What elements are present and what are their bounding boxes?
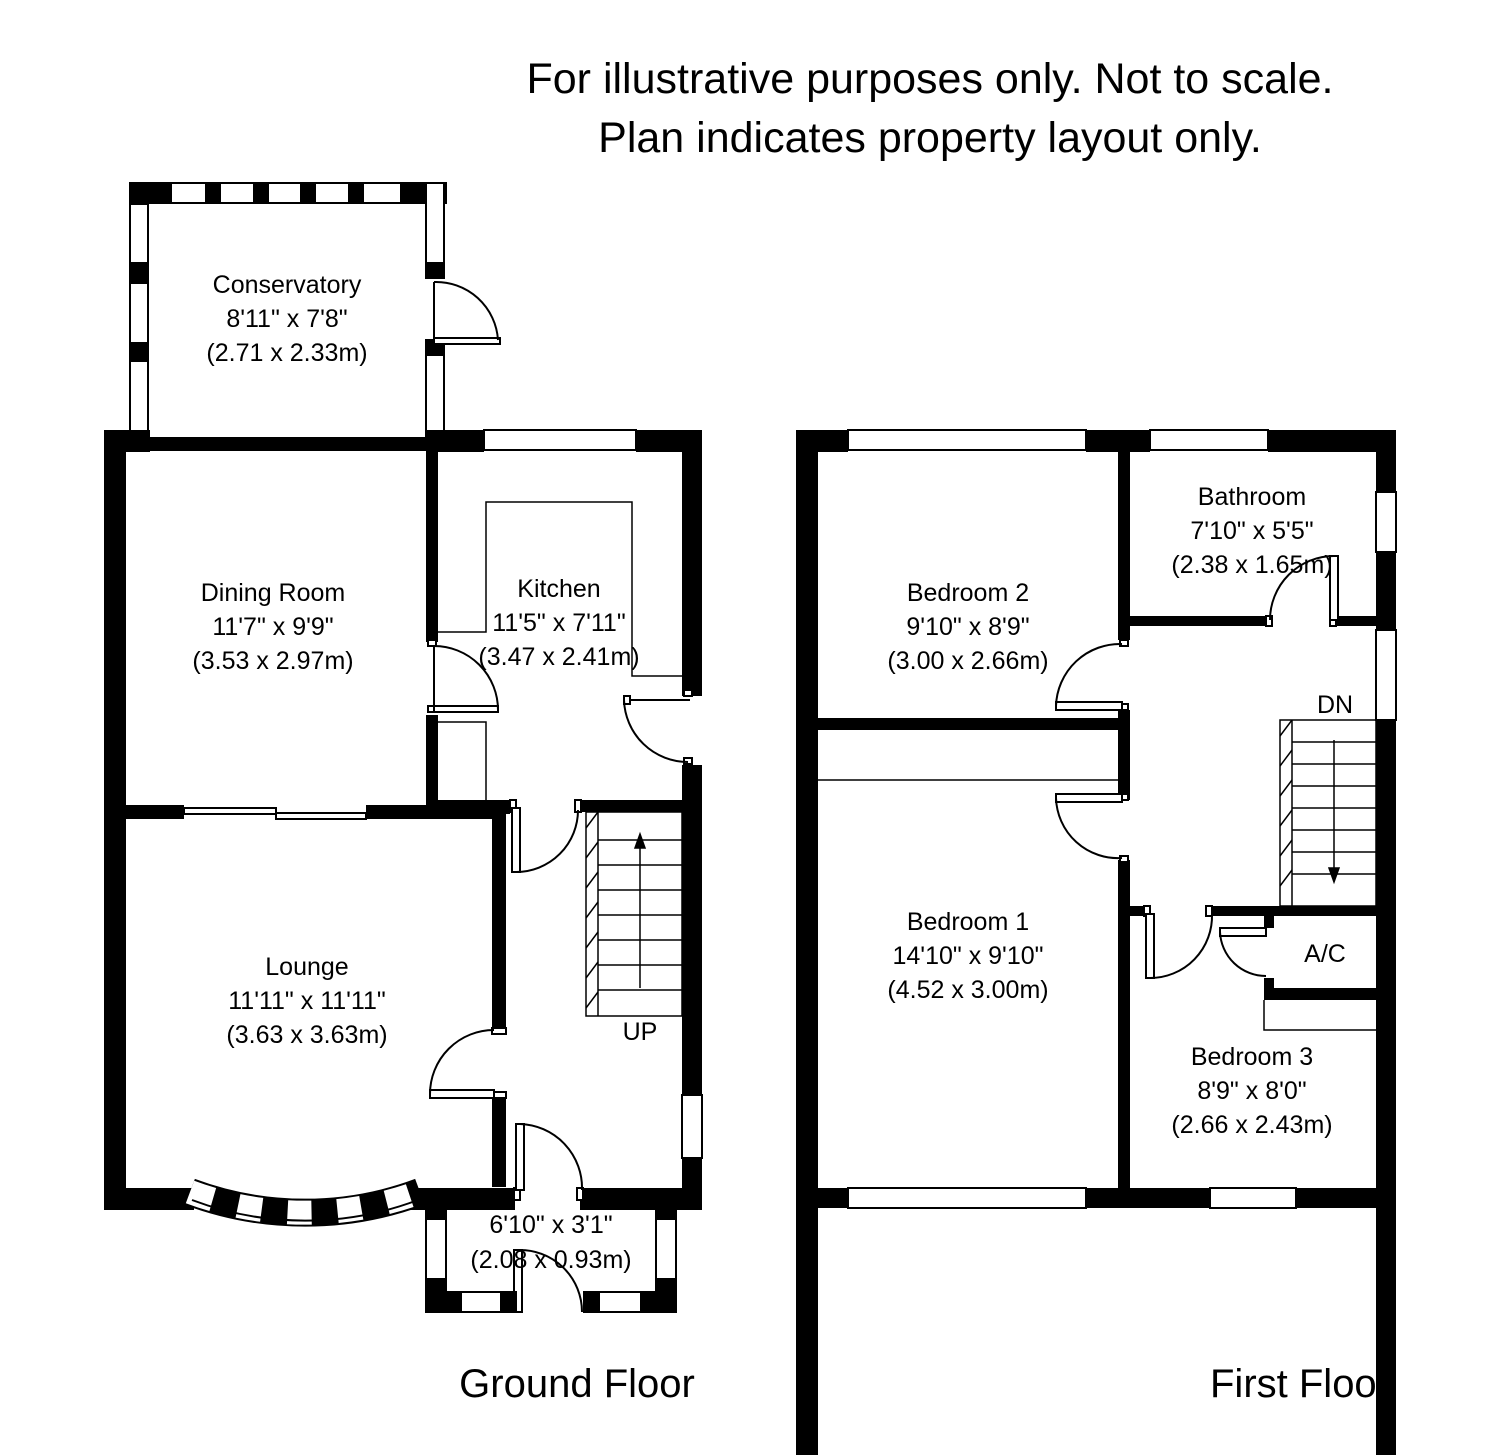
kitchen-metric: (3.47 x 2.41m) [478, 643, 639, 671]
bedroom2-label: Bedroom 2 9'10" x 8'9" (3.00 x 2.66m) [887, 579, 1048, 675]
first-windows [847, 429, 1397, 1209]
kitchen-units [438, 501, 684, 800]
bedroom1-name: Bedroom 1 [907, 908, 1029, 936]
dining-name: Dining Room [201, 579, 346, 607]
conservatory-imperial: 8'11" x 7'8" [226, 305, 347, 333]
ac-label: A/C [1304, 940, 1346, 968]
conservatory-walls [129, 182, 447, 442]
bedroom1-imperial: 14'10" x 9'10" [892, 942, 1043, 970]
first-stairs-label: DN [1317, 691, 1353, 719]
conservatory-metric: (2.71 x 2.33m) [206, 339, 367, 367]
sliding-door [183, 807, 367, 820]
ground-internal-walls [104, 450, 684, 1187]
kitchen-label: Kitchen 11'5" x 7'11" (3.47 x 2.41m) [478, 575, 639, 671]
dining-label: Dining Room 11'7" x 9'9" (3.53 x 2.97m) [192, 579, 353, 675]
bedroom3-name: Bedroom 3 [1191, 1043, 1313, 1071]
kitchen-imperial: 11'5" x 7'11" [492, 609, 625, 637]
first-doors [1055, 555, 1339, 979]
first-floor-title: First Floor [1210, 1362, 1390, 1406]
bathroom-metric: (2.38 x 1.65m) [1171, 551, 1332, 579]
first-internal-walls [818, 450, 1378, 1208]
ground-floor: UP Conservatory 8'11" x 7'8" (2.71 x 2.3… [104, 182, 703, 1406]
first-fittings [818, 779, 1376, 1031]
dining-imperial: 11'7" x 9'9" [212, 613, 333, 641]
lounge-imperial: 11'11" x 11'11" [228, 987, 386, 1015]
conservatory-name: Conservatory [213, 271, 362, 299]
lounge-metric: (3.63 x 3.63m) [226, 1021, 387, 1049]
kitchen-name: Kitchen [517, 575, 600, 603]
bedroom3-metric: (2.66 x 2.43m) [1171, 1111, 1332, 1139]
conservatory-door [433, 280, 501, 345]
bedroom1-metric: (4.52 x 3.00m) [887, 976, 1048, 1004]
ground-floor-title: Ground Floor [459, 1362, 695, 1406]
ground-stairs [585, 811, 683, 1017]
bedroom2-metric: (3.00 x 2.66m) [887, 647, 1048, 675]
bathroom-label: Bathroom 7'10" x 5'5" (2.38 x 1.65m) [1171, 483, 1332, 579]
disclaimer-line-2: Plan indicates property layout only. [598, 114, 1262, 162]
disclaimer-line-1: For illustrative purposes only. Not to s… [527, 55, 1334, 103]
first-outer-walls [796, 430, 1396, 1455]
lounge-label: Lounge 11'11" x 11'11" (3.63 x 3.63m) [226, 953, 387, 1049]
kitchen-window [483, 429, 637, 451]
bedroom3-imperial: 8'9" x 8'0" [1197, 1077, 1306, 1105]
porch-metric: (2.08 x 0.93m) [470, 1246, 631, 1274]
bedroom2-imperial: 9'10" x 8'9" [906, 613, 1029, 641]
lounge-bay-window [185, 1178, 425, 1227]
porch-label: 6'10" x 3'1" (2.08 x 0.93m) [470, 1211, 631, 1274]
bedroom1-label: Bedroom 1 14'10" x 9'10" (4.52 x 3.00m) [887, 908, 1048, 1004]
hall-window [681, 1094, 703, 1159]
porch-walls [425, 1199, 677, 1313]
bathroom-name: Bathroom [1198, 483, 1306, 511]
ground-stairs-label: UP [623, 1018, 658, 1046]
bedroom2-name: Bedroom 2 [907, 579, 1029, 607]
bedroom3-label: Bedroom 3 8'9" x 8'0" (2.66 x 2.43m) [1171, 1043, 1332, 1139]
first-stairs [1279, 719, 1377, 907]
conservatory-label: Conservatory 8'11" x 7'8" (2.71 x 2.33m) [206, 271, 367, 367]
lounge-name: Lounge [265, 953, 348, 981]
ground-outer-walls [104, 430, 702, 1210]
ground-doors [427, 639, 693, 1313]
dining-metric: (3.53 x 2.97m) [192, 647, 353, 675]
first-floor: DN Bedroom 2 9'10" x 8'9" (3.00 x 2.66m)… [796, 429, 1397, 1455]
bathroom-imperial: 7'10" x 5'5" [1190, 517, 1313, 545]
porch-imperial: 6'10" x 3'1" [489, 1211, 612, 1239]
